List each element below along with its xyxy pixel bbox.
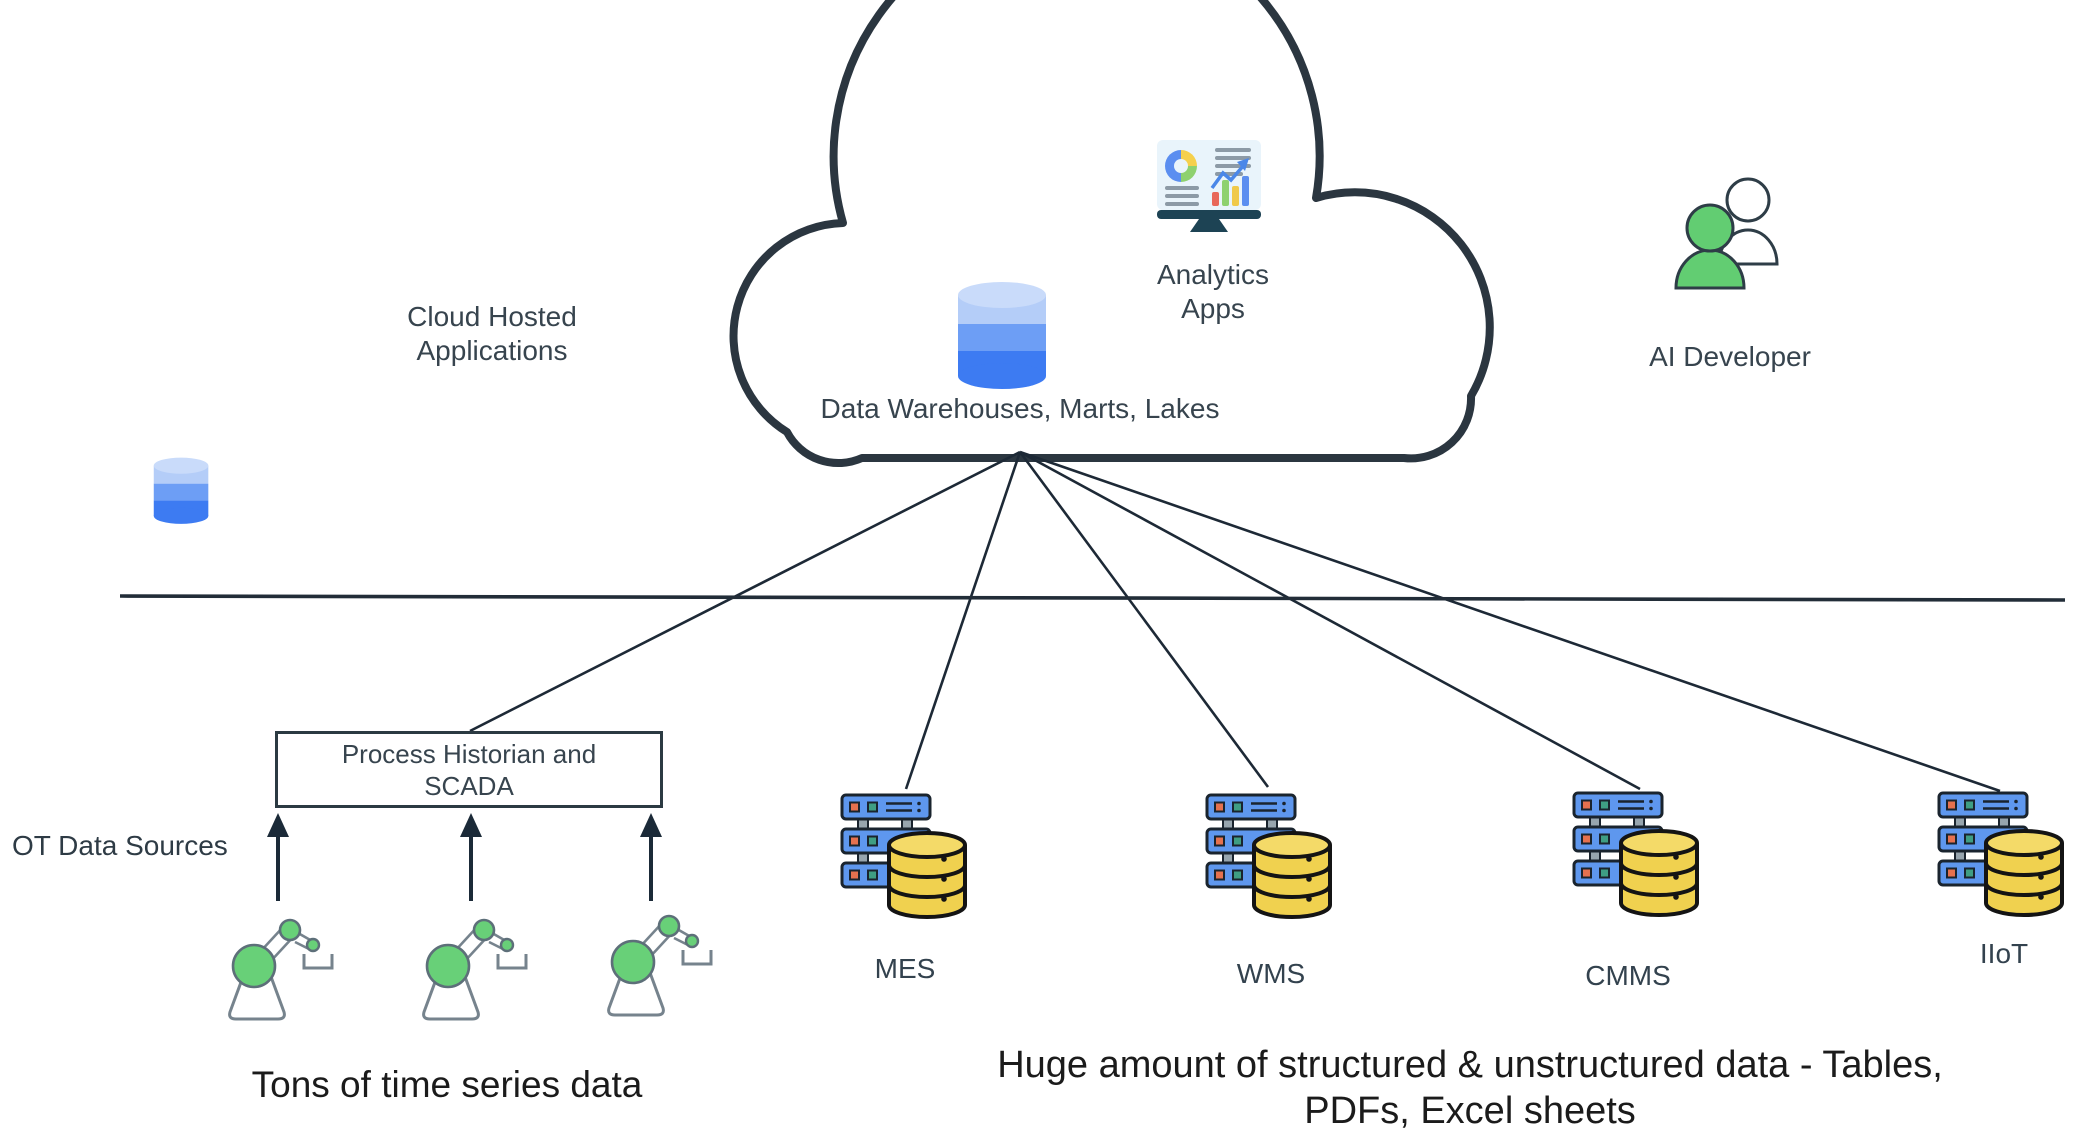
server-database-icon-wms	[1205, 793, 1332, 919]
connector-line-historian	[469, 450, 1021, 733]
ai-developer-people-icon	[1674, 177, 1779, 290]
analytics-apps-label: Analytics Apps	[1156, 259, 1270, 324]
process-historian-label: Process Historian and SCADA	[341, 738, 597, 801]
server-database-icon-iiot	[1937, 791, 2064, 917]
system-label-cmms: CMMS	[1585, 960, 1671, 991]
structured-data-caption: Huge amount of structured & unstructured…	[997, 1044, 1943, 1132]
database-icon	[958, 282, 1046, 389]
system-label-iiot: IIoT	[1979, 938, 2029, 969]
system-label-wms: WMS	[1236, 958, 1306, 989]
ai-developer-label: AI Developer	[1649, 341, 1811, 372]
divider-line	[119, 594, 2066, 602]
ot-data-sources-label: OT Data Sources	[12, 830, 228, 861]
cloud-outline	[729, 0, 1494, 468]
connector-line-wms	[1018, 451, 1270, 788]
connector-line-iiot	[1019, 450, 2001, 793]
warehouse-label: Data Warehouses, Marts, Lakes	[820, 393, 1220, 424]
system-label-mes: MES	[874, 953, 936, 984]
robot-arm-icon	[607, 914, 713, 1017]
robot-arm-icon	[228, 918, 334, 1021]
time-series-caption: Tons of time series data	[251, 1064, 643, 1105]
server-database-icon-cmms	[1572, 791, 1699, 917]
up-arrow-icon	[458, 811, 484, 903]
up-arrow-icon	[265, 811, 291, 903]
robot-arm-icon	[422, 918, 528, 1021]
connector-line-mes	[904, 451, 1022, 790]
server-database-icon-mes	[840, 793, 967, 919]
connector-line-cmms	[1019, 450, 1641, 791]
cloud-hosted-label: Cloud Hosted Applications	[407, 301, 577, 366]
up-arrow-icon	[638, 811, 664, 903]
database-icon	[153, 457, 209, 524]
process-historian-box: Process Historian and SCADA	[275, 731, 663, 808]
analytics-dashboard-icon	[1155, 138, 1263, 234]
